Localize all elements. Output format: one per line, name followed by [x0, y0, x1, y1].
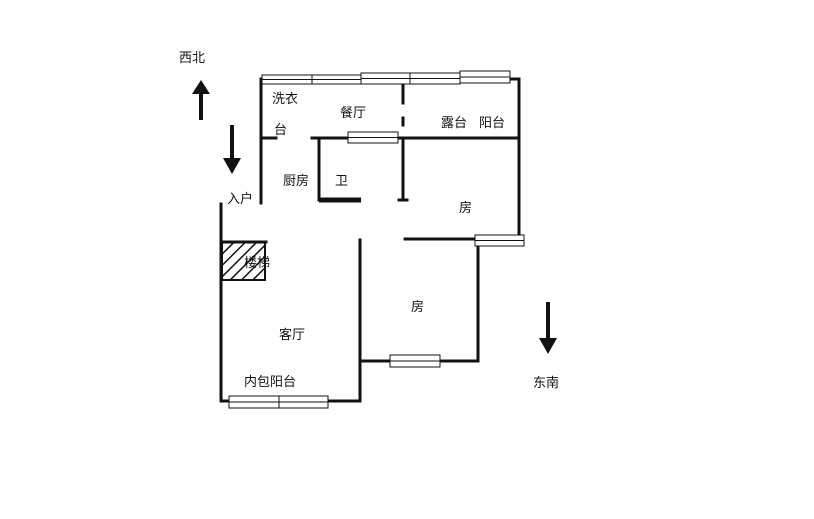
laundry-label-line-1: 洗衣 — [272, 91, 298, 107]
window-inner-balcony-1 — [228, 395, 280, 409]
kitchen-label: 厨房 — [283, 173, 309, 189]
window-bedroom-2 — [389, 354, 441, 368]
compass-south-east-label: 东南 — [533, 375, 559, 391]
window-top-5 — [459, 70, 511, 84]
windows — [228, 70, 525, 409]
bedroom-1-label: 房 — [459, 200, 472, 216]
terrace-label: 露台 — [441, 116, 467, 131]
stairs-block — [221, 241, 266, 281]
window-top-4 — [409, 72, 461, 85]
window-top-2 — [311, 74, 362, 85]
stairs-label: 楼梯 — [244, 256, 270, 271]
dining-label: 餐厅 — [340, 105, 366, 121]
window-inner-balcony-2 — [278, 395, 329, 409]
entrance-arrow-icon — [223, 125, 241, 174]
bathroom-label: 卫 — [335, 174, 348, 189]
living-room-label: 客厅 — [279, 327, 305, 343]
window-bedroom-1 — [474, 234, 525, 247]
north-west-arrow-icon — [192, 80, 210, 120]
south-east-arrow-icon — [539, 302, 557, 354]
bedroom-2-label: 房 — [411, 299, 424, 315]
walls — [219, 77, 521, 403]
inner-balcony-label: 内包阳台 — [244, 374, 296, 390]
compass-north-west-label: 西北 — [179, 51, 205, 66]
window-top-1 — [261, 74, 313, 85]
balcony-label: 阳台 — [479, 116, 505, 131]
laundry-label-line-2: 台 — [274, 123, 287, 138]
entrance-label: 入户 — [227, 191, 253, 207]
window-dining — [347, 131, 399, 144]
window-top-3 — [360, 72, 411, 85]
